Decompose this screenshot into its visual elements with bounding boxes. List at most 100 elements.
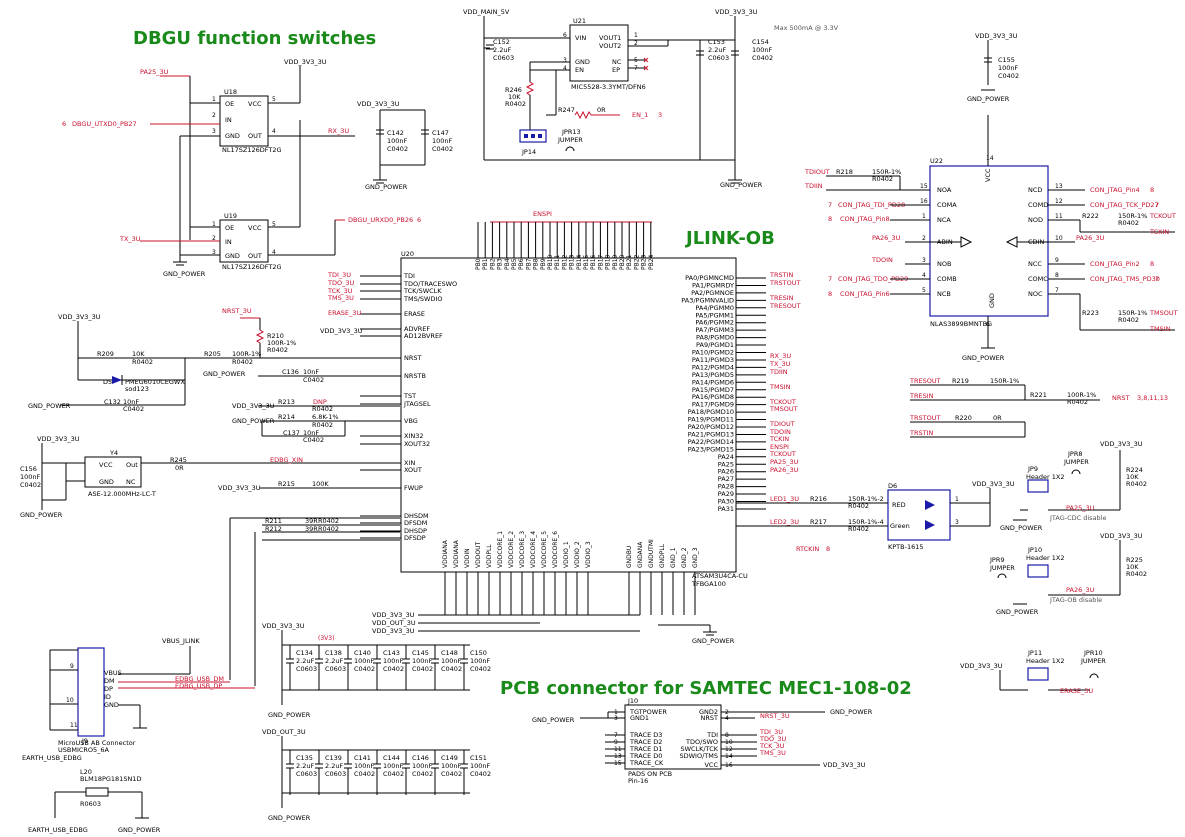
svg-text:EP: EP	[612, 66, 620, 74]
svg-text:8: 8	[1055, 272, 1059, 279]
svg-text:EARTH_USB_EDBG: EARTH_USB_EDBG	[22, 754, 82, 762]
mcu-bottom-pin: GND_3	[692, 547, 699, 568]
u21-box	[569, 24, 629, 82]
svg-text:EDBG_XIN: EDBG_XIN	[270, 456, 303, 464]
mcu-top-pin: PB13	[569, 254, 576, 270]
svg-text:JUMPER: JUMPER	[1080, 657, 1106, 665]
svg-text:TX_3U: TX_3U	[769, 360, 791, 368]
svg-text:0R: 0R	[597, 106, 606, 114]
svg-text:NOD: NOD	[1028, 216, 1043, 224]
svg-text:C0402: C0402	[20, 481, 41, 489]
svg-text:JTAG-CDC disable: JTAG-CDC disable	[1049, 514, 1106, 522]
reset-network: TRESOUT R219 150R-1% TRESIN R221 100R-1%…	[909, 377, 1168, 438]
svg-text:COMB: COMB	[937, 275, 957, 283]
svg-text:DNP: DNP	[313, 398, 327, 406]
svg-text:3: 3	[658, 111, 662, 119]
svg-text:R222: R222	[1082, 212, 1099, 220]
svg-text:10nF: 10nF	[303, 368, 319, 376]
svg-text:CON_JTAG_Pin6: CON_JTAG_Pin6	[840, 290, 890, 298]
jlink-heading: JLINK-OB	[684, 228, 775, 249]
svg-text:R246: R246	[505, 86, 522, 94]
jp9-header[interactable]	[1027, 479, 1049, 493]
cap-ref: C150	[470, 649, 487, 657]
jp11-header[interactable]	[1027, 667, 1049, 681]
svg-text:8: 8	[1150, 186, 1154, 194]
svg-text:TRSTIN: TRSTIN	[909, 429, 934, 437]
svg-text:TCKIN: TCKIN	[1149, 228, 1169, 236]
svg-text:KPTB-1615: KPTB-1615	[888, 543, 924, 551]
svg-text:100nF: 100nF	[432, 137, 453, 145]
svg-text:6: 6	[417, 216, 421, 224]
svg-text:Header 1X2: Header 1X2	[1026, 657, 1064, 665]
mcu-left-pin: TCK/SWCLK	[403, 287, 442, 295]
status-led: D6 KPTB-1615 RED Green R216 150R-1%-2 R0…	[736, 480, 1015, 551]
svg-text:10nF: 10nF	[123, 398, 139, 406]
mcu-right-pin: PA14/PGMD6	[692, 378, 734, 386]
jp10-header[interactable]	[1027, 564, 1049, 578]
svg-text:C137: C137	[283, 429, 300, 437]
svg-text:R221: R221	[1030, 391, 1047, 399]
svg-text:14: 14	[986, 155, 994, 162]
svg-text:15: 15	[920, 183, 928, 190]
svg-text:J10: J10	[627, 697, 638, 705]
svg-text:PA26_3U: PA26_3U	[872, 234, 901, 242]
svg-text:CON_JTAG_Pin4: CON_JTAG_Pin4	[1090, 186, 1140, 194]
cap-value: 100nF	[383, 762, 404, 770]
mcu-right-pin: PA10/PGMD2	[692, 349, 734, 357]
svg-text:EN: EN	[575, 66, 584, 74]
mcu-right-pin: PA12/PGMD4	[692, 363, 734, 371]
svg-text:VOUT1: VOUT1	[599, 34, 621, 42]
svg-text:VDD_OUT_3U: VDD_OUT_3U	[372, 619, 416, 627]
svg-text:C147: C147	[432, 129, 449, 137]
svg-text:R247: R247	[558, 106, 575, 114]
svg-text:VCC: VCC	[248, 224, 262, 232]
svg-text:VCC: VCC	[99, 461, 113, 469]
svg-text:EDBG_USB_DM: EDBG_USB_DM	[175, 675, 224, 683]
cap-ref: C144	[383, 754, 400, 762]
svg-text:ERASE_3U: ERASE_3U	[328, 309, 361, 317]
svg-text:R0402: R0402	[267, 346, 288, 354]
svg-text:C154: C154	[752, 38, 769, 46]
svg-text:CON_JTAG_TMS_PD30: CON_JTAG_TMS_PD30	[1090, 275, 1160, 283]
svg-text:Out: Out	[126, 461, 138, 469]
svg-text:TRESIN: TRESIN	[909, 392, 934, 400]
mcu-right-pin: PA19/PGMD11	[688, 416, 734, 424]
mcu-left-pin: VBG	[404, 417, 418, 425]
svg-text:TMSOUT: TMSOUT	[1149, 309, 1178, 317]
mcu-left-pin: FWUP	[404, 484, 423, 492]
mcu-top-pin: PB20	[619, 254, 626, 270]
svg-text:VDD_3V3_3U: VDD_3V3_3U	[284, 58, 327, 66]
j10-right-pin: NRST	[701, 714, 719, 722]
svg-text:COMA: COMA	[937, 201, 957, 209]
j10-right-pin: TDI	[706, 731, 718, 739]
svg-text:VDD_3V3_3U: VDD_3V3_3U	[232, 402, 275, 410]
svg-text:U18: U18	[224, 88, 237, 96]
mcu-right-nets: TRSTIN TRSTOUT TRESIN TRESOUT RX_3U TX_3…	[769, 271, 830, 553]
svg-text:9: 9	[70, 663, 74, 670]
svg-text:R214: R214	[278, 413, 295, 421]
svg-text:100R-1%: 100R-1%	[1067, 391, 1096, 399]
svg-text:GND_POWER: GND_POWER	[118, 826, 161, 834]
svg-text:IN: IN	[225, 238, 232, 246]
mcu-right-pin: PA13/PGMD5	[692, 371, 734, 379]
svg-text:ATSAM3U4CA-CU: ATSAM3U4CA-CU	[692, 572, 748, 580]
mcu-right-pin: PA4/PGMM0	[695, 304, 734, 312]
svg-text:R0402: R0402	[318, 525, 339, 533]
svg-text:10K: 10K	[132, 350, 145, 358]
svg-text:VDD_OUT_3U: VDD_OUT_3U	[262, 728, 306, 736]
mcu-bottom-pin: VDDIN	[464, 548, 471, 568]
svg-text:TRSTOUT: TRSTOUT	[909, 414, 940, 422]
svg-text:8: 8	[1150, 260, 1154, 268]
svg-text:JP9: JP9	[1027, 465, 1038, 473]
mcu-top-pin: PB11	[554, 254, 561, 270]
cap-ref: C146	[412, 754, 429, 762]
svg-text:8: 8	[828, 215, 832, 223]
svg-text:TFBGA100: TFBGA100	[691, 580, 726, 588]
svg-text:9: 9	[1055, 257, 1059, 264]
svg-text:R0603: R0603	[80, 800, 101, 808]
svg-text:OE: OE	[225, 224, 234, 232]
svg-text:JUMPER: JUMPER	[989, 564, 1015, 572]
cap-value: 100nF	[383, 657, 404, 665]
svg-text:C155: C155	[998, 56, 1015, 64]
svg-text:ID: ID	[104, 693, 111, 701]
